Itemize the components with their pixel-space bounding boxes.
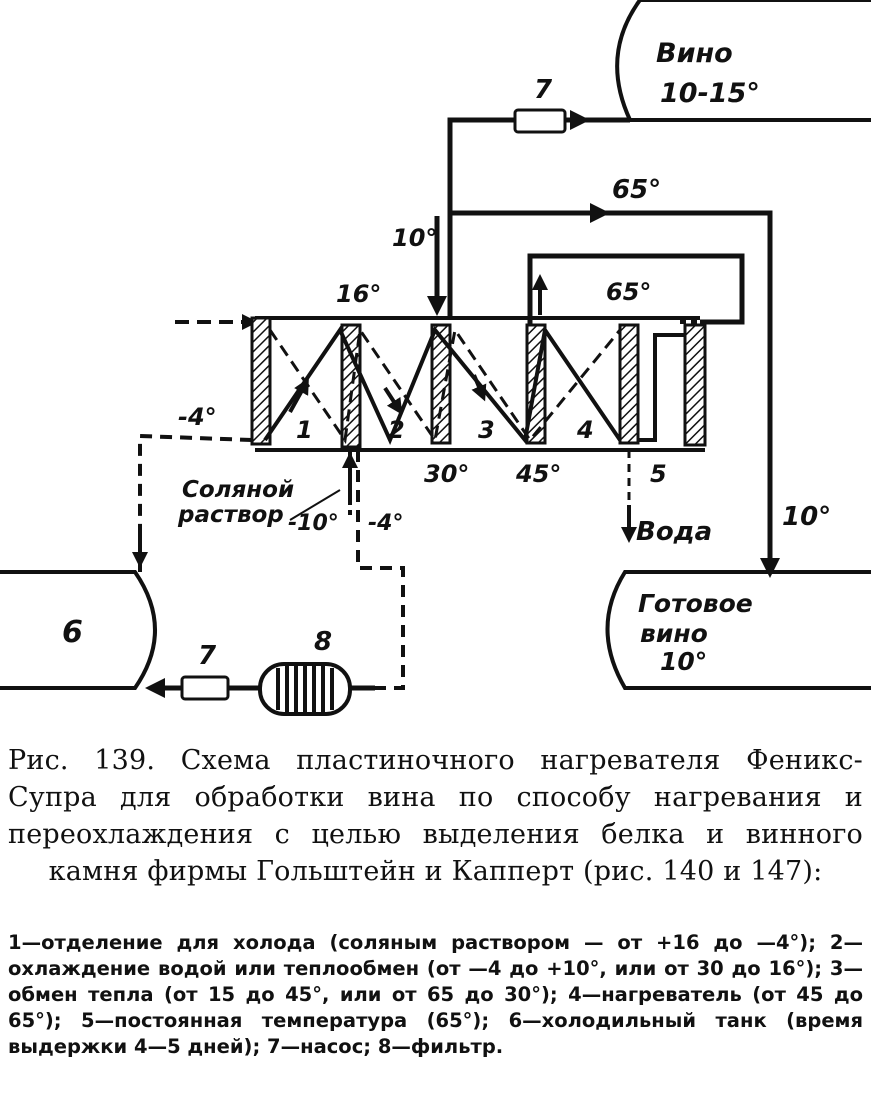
plate-heat-exchanger bbox=[175, 314, 707, 452]
temp-10-outlet: 10° bbox=[782, 502, 831, 532]
temp-65-mid: 65° bbox=[606, 278, 651, 306]
brine-label-2: раствор bbox=[177, 502, 284, 528]
wine-source-tank: Вино 10-15° bbox=[615, 0, 871, 122]
pump-7-top-number: 7 bbox=[534, 75, 553, 105]
temp-minus10: -10° bbox=[288, 511, 339, 536]
brine-label-1: Соляной bbox=[182, 477, 294, 503]
wine-tank-temp: 10-15° bbox=[660, 78, 760, 109]
section-5: 5 bbox=[650, 460, 667, 488]
wine-tank-label: Вино bbox=[656, 38, 733, 69]
section-2: 2 bbox=[388, 416, 405, 444]
plate-3 bbox=[430, 323, 452, 445]
brine-leader bbox=[289, 489, 341, 521]
ready-wine-label-2: вино bbox=[640, 619, 708, 648]
heater-scheme-diagram: Вино 10-15° Готовое вино 10° 6 7 10° 65°… bbox=[0, 0, 871, 716]
ready-wine-temp: 10° bbox=[660, 647, 707, 676]
ready-wine-tank: Готовое вино 10° bbox=[605, 570, 871, 690]
ready-wine-label-1: Готовое bbox=[638, 589, 753, 618]
pump-7-bottom-number: 7 bbox=[198, 641, 217, 671]
temp-10-inlet: 10° bbox=[392, 224, 437, 252]
cold-tank-6: 6 bbox=[0, 570, 157, 690]
wine-feed-pipe bbox=[447, 110, 630, 318]
counter-flow-path bbox=[268, 325, 622, 445]
plate-5 bbox=[618, 323, 640, 445]
temp-65-top: 65° bbox=[612, 175, 661, 205]
figure-legend: 1—отделение для холода (соляным растворо… bbox=[8, 931, 863, 1058]
plate-6 bbox=[683, 323, 707, 447]
plate-1 bbox=[250, 316, 272, 446]
pump-7-top: 7 bbox=[513, 75, 567, 134]
section-3: 3 bbox=[478, 416, 495, 444]
temp-minus4-bottom: -4° bbox=[368, 511, 403, 536]
holding-section-u bbox=[638, 333, 685, 442]
cold-tank-number: 6 bbox=[62, 615, 83, 650]
temp-minus4-left: -4° bbox=[178, 403, 217, 431]
section-1: 1 bbox=[296, 416, 313, 444]
wine-flow-path bbox=[263, 324, 622, 446]
filter-8-number: 8 bbox=[314, 627, 332, 657]
hot-return-pipe bbox=[450, 210, 773, 570]
brine-circuit bbox=[138, 433, 405, 690]
section-4: 4 bbox=[576, 416, 594, 444]
temp-16: 16° bbox=[336, 280, 381, 308]
water-label: Вода bbox=[636, 517, 712, 547]
figure-caption: Рис. 139. Схема пластиночного нагревател… bbox=[8, 745, 863, 887]
temp-30: 30° bbox=[424, 460, 469, 488]
temp-45: 45° bbox=[515, 460, 561, 488]
filter-8: 8 bbox=[258, 627, 352, 716]
pump-7-bottom: 7 bbox=[180, 641, 230, 701]
